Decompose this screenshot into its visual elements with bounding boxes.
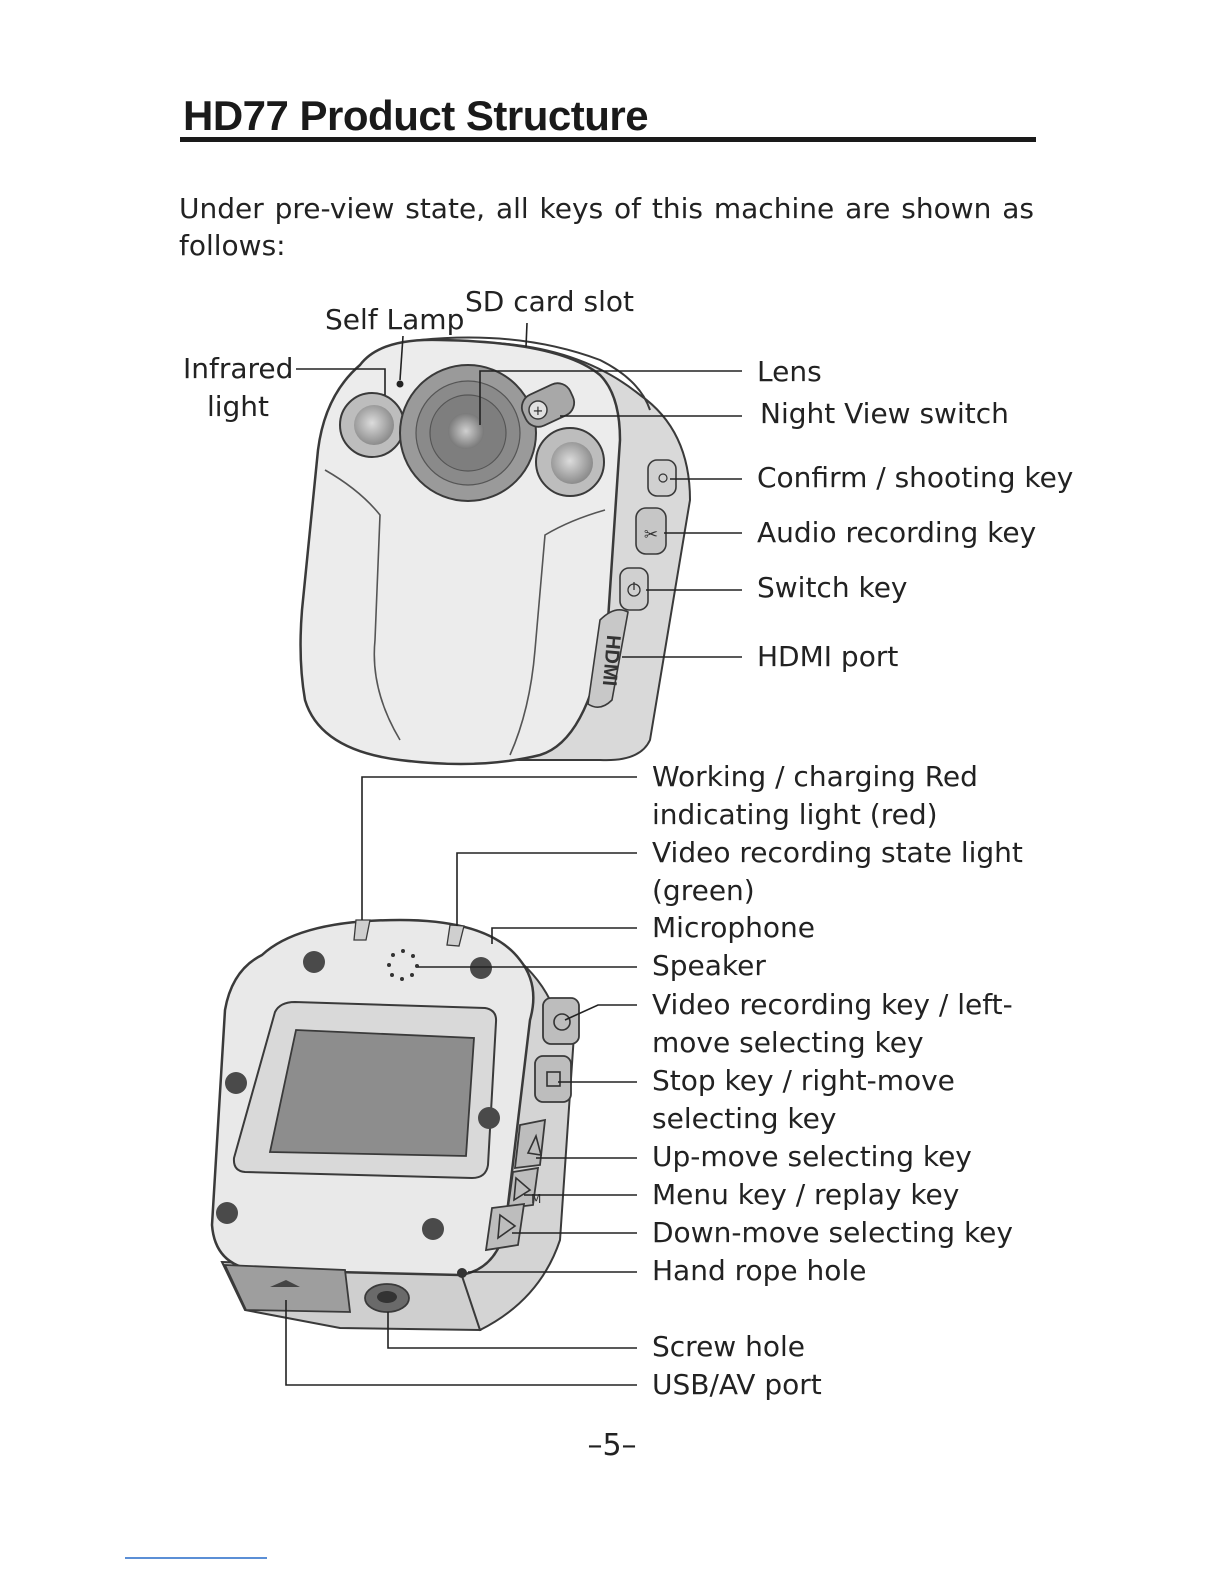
label-microphone: Microphone: [652, 909, 815, 947]
label-down-key: Down-move selecting key: [652, 1214, 1013, 1252]
screw-mid-left: [225, 1072, 247, 1094]
self-lamp-dot: [397, 381, 404, 388]
confirm-key-shape: [648, 460, 676, 496]
label-self-lamp: Self Lamp: [325, 301, 464, 339]
lens-assembly: [400, 365, 536, 501]
label-menu-key: Menu key / replay key: [652, 1176, 959, 1214]
video-key-shape: [543, 998, 579, 1044]
infrared-light-right: [536, 428, 604, 496]
hand-rope-hole-shape: [457, 1268, 467, 1278]
svg-text:M: M: [531, 1192, 541, 1206]
svg-text:HDMI: HDMI: [598, 634, 624, 687]
screw-mid-right: [478, 1107, 500, 1129]
label-hand-rope-hole: Hand rope hole: [652, 1252, 866, 1290]
label-stop-key: Stop key / right-move selecting key: [652, 1062, 955, 1138]
infrared-light-left: [340, 393, 404, 457]
front-camera-view: + ✂ HDMI: [301, 338, 690, 765]
label-infrared-light: Infrared light: [183, 350, 293, 426]
back-camera-view: M: [212, 920, 579, 1330]
screen-display: [270, 1030, 474, 1156]
screw-bottom-right: [422, 1218, 444, 1240]
label-usb-av-port: USB/AV port: [652, 1366, 822, 1404]
label-up-key: Up-move selecting key: [652, 1138, 972, 1176]
usb-port-cover: [225, 1265, 350, 1312]
screw-top-left: [303, 951, 325, 973]
label-screw-hole: Screw hole: [652, 1328, 805, 1366]
svg-text:+: +: [533, 404, 544, 419]
label-audio-key: Audio recording key: [757, 514, 1036, 552]
svg-text:✂: ✂: [644, 525, 658, 545]
up-key-shape: [515, 1120, 545, 1168]
label-lens: Lens: [757, 353, 822, 391]
label-hdmi-port: HDMI port: [757, 638, 898, 676]
screw-bottom-left: [216, 1202, 238, 1224]
label-switch-key: Switch key: [757, 569, 908, 607]
label-confirm-key: Confirm / shooting key: [757, 459, 1073, 497]
screw-top-right: [470, 957, 492, 979]
label-working-light: Working / charging Red indicating light …: [652, 758, 978, 834]
label-video-key: Video recording key / left- move selecti…: [652, 986, 1013, 1062]
stop-key-shape: [535, 1056, 571, 1102]
footer-rule: [125, 1557, 267, 1559]
down-key-shape: [486, 1204, 524, 1250]
page-number: –5–: [0, 1428, 1224, 1463]
label-night-view-switch: Night View switch: [760, 395, 1009, 433]
label-video-state-light: Video recording state light (green): [652, 834, 1023, 910]
label-sd-card-slot: SD card slot: [465, 283, 634, 321]
label-speaker: Speaker: [652, 947, 766, 985]
